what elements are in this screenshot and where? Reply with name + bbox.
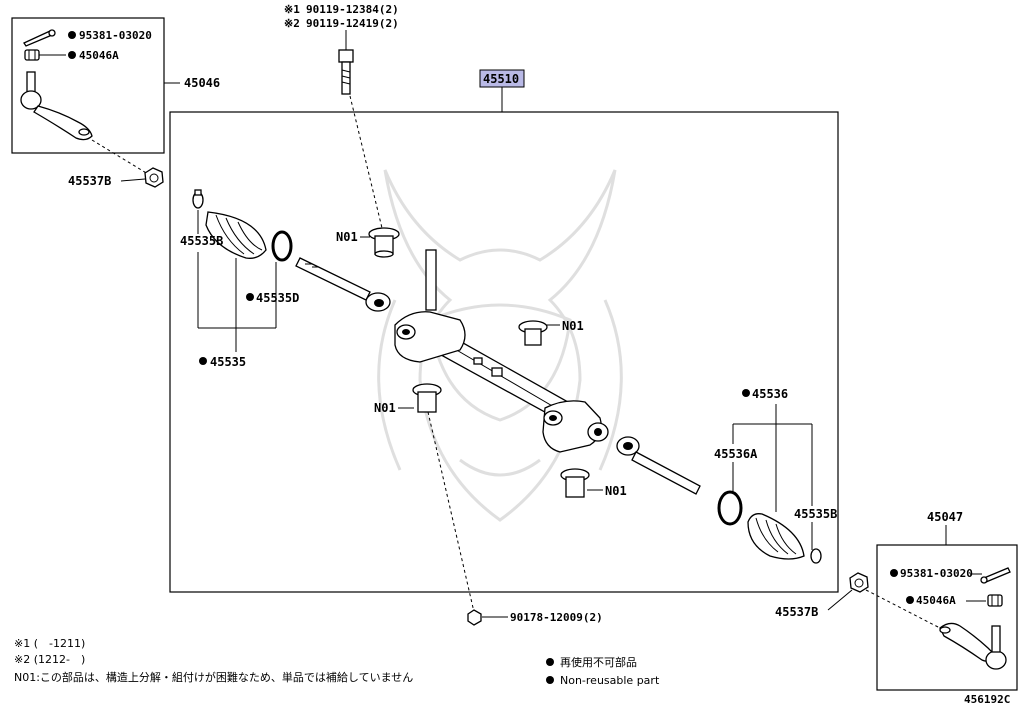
right-lock-nut-icon	[849, 572, 869, 593]
right-ring-label[interactable]: 45536A	[714, 447, 758, 461]
left-clamp-icon	[192, 189, 204, 209]
right-tie-rod-box	[876, 544, 1018, 691]
left-rack-end-icon	[295, 257, 391, 312]
top-bolt-mark2: ※2	[284, 17, 300, 30]
left-cotter-pin-label[interactable]: 95381-03020	[79, 29, 152, 42]
left-rack-end-label[interactable]: 45535	[210, 355, 246, 369]
left-lock-nut-label[interactable]: 45537B	[68, 174, 111, 188]
left-lock-nut-icon	[144, 167, 164, 188]
right-nut-icon	[987, 594, 1003, 607]
right-clamp-label[interactable]: 45535B	[794, 507, 837, 521]
bushing-right-bottom-icon	[560, 468, 590, 498]
note-2: ※2 (1212- )	[14, 653, 85, 666]
right-rack-end-label[interactable]: 45536	[752, 387, 788, 401]
top-bolt-part1-label[interactable]: 90119-12384(2)	[306, 3, 399, 16]
bushing-top-label[interactable]: N01	[336, 230, 358, 244]
legend-dot-en	[546, 676, 554, 684]
right-ring-icon	[717, 490, 743, 526]
bottom-nut-icon	[467, 609, 482, 626]
note-1: ※1 ( -1211)	[14, 637, 85, 650]
left-cotter-pin-icon	[23, 29, 56, 47]
top-bolt-part2-label[interactable]: 90119-12419(2)	[306, 17, 399, 30]
left-tie-rod-end-icon	[20, 71, 93, 141]
main-assembly-box	[169, 111, 839, 593]
bottom-bolt-label[interactable]: 90178-12009(2)	[510, 611, 603, 624]
right-lock-nut-label[interactable]: 45537B	[775, 605, 818, 619]
right-nut-label[interactable]: 45046A	[916, 594, 956, 607]
left-ring-label[interactable]: 45535D	[256, 291, 299, 305]
legend-en: Non-reusable part	[560, 674, 660, 687]
bushing-right-top-icon	[518, 320, 548, 346]
right-tie-rod-end-icon	[939, 622, 1007, 670]
bushing-left-bottom-label[interactable]: N01	[374, 401, 396, 415]
top-bolt-icon	[338, 49, 354, 95]
bushing-right-bottom-label[interactable]: N01	[605, 484, 627, 498]
bushing-top-icon	[368, 227, 400, 258]
left-clamp-label[interactable]: 45535B	[180, 234, 223, 248]
diagram-id: 456192C	[964, 693, 1010, 706]
right-cotter-pin-label[interactable]: 95381-03020	[900, 567, 973, 580]
right-tie-rod-assembly-label[interactable]: 45047	[927, 510, 963, 524]
right-boot-icon	[747, 513, 805, 560]
left-tie-rod-box	[11, 17, 165, 154]
note-n01: N01:この部品は、構造上分解・組付けが困難なため、単品では補給していません	[14, 670, 413, 684]
steering-rack-housing-icon	[394, 249, 609, 453]
right-clamp-icon	[810, 548, 822, 564]
left-nut-label[interactable]: 45046A	[79, 49, 119, 62]
left-boot-icon	[205, 211, 267, 259]
top-bolt-mark1: ※1	[284, 3, 300, 16]
left-tie-rod-assembly-label[interactable]: 45046	[184, 76, 220, 90]
legend-dot-jp	[546, 658, 554, 666]
bushing-left-bottom-icon	[412, 383, 442, 413]
left-ring-icon	[271, 230, 293, 262]
main-part-label[interactable]: 45510	[483, 72, 519, 86]
right-rack-end-icon	[616, 436, 701, 495]
bushing-right-top-label[interactable]: N01	[562, 319, 584, 333]
legend-jp: 再使用不可部品	[560, 655, 637, 669]
left-nut-icon	[24, 49, 40, 61]
right-cotter-pin-icon	[980, 567, 1011, 584]
